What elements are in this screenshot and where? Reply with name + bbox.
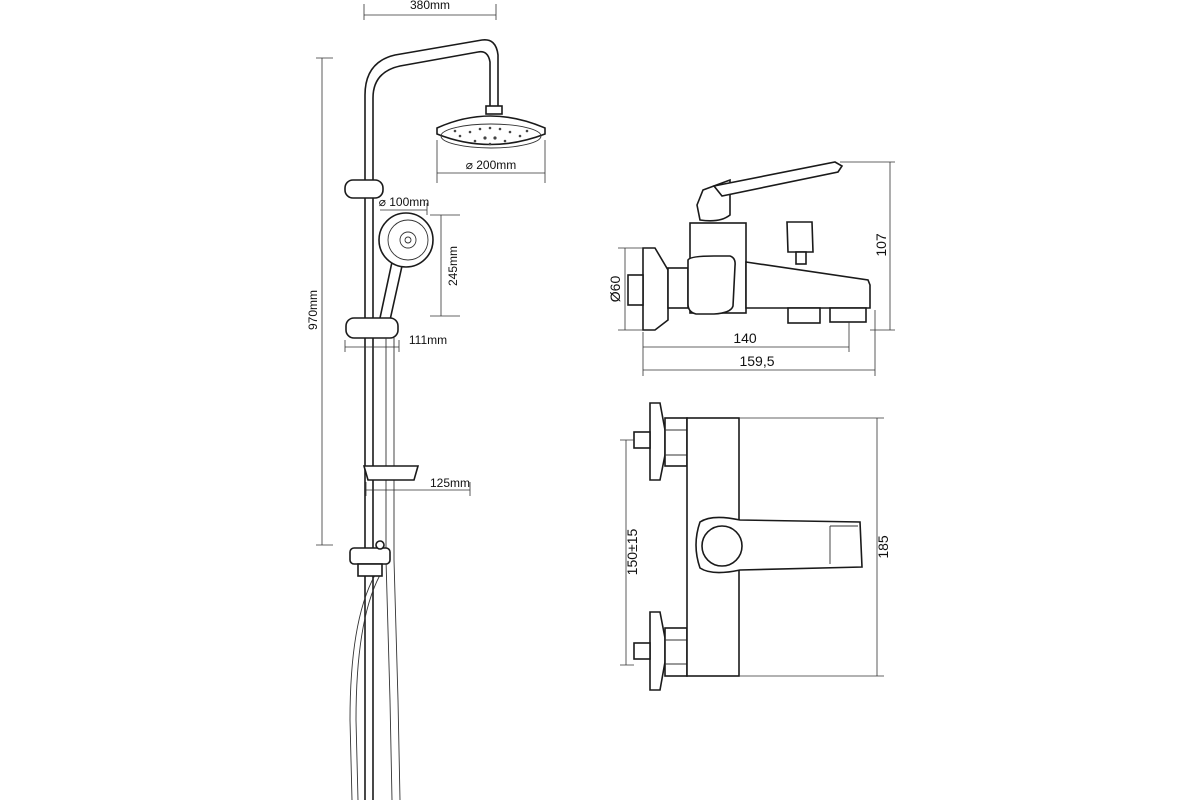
dimension-60: Ø60 (607, 247, 643, 331)
hose (349, 338, 401, 800)
spout (745, 261, 871, 309)
svg-text:380mm: 380mm (410, 0, 450, 12)
svg-text:⌀ 200mm: ⌀ 200mm (466, 158, 517, 172)
dimension-970: 970mm (306, 57, 333, 546)
svg-text:185: 185 (875, 535, 891, 559)
svg-text:245mm: 245mm (446, 246, 460, 286)
dimension-107: 107 (840, 161, 895, 331)
svg-text:125mm: 125mm (430, 476, 470, 490)
shower-pole (364, 38, 499, 800)
lower-slider (345, 317, 399, 339)
svg-text:111mm: 111mm (409, 333, 447, 347)
svg-text:107: 107 (873, 233, 889, 257)
lower-inlet (633, 611, 688, 691)
faucet-side-view: Ø60 107 140 159,5 (607, 161, 895, 376)
dimension-245: 245mm (430, 214, 460, 317)
shower-pole-inner (372, 50, 491, 800)
dimension-140: 140 (642, 322, 850, 376)
svg-text:150±15: 150±15 (624, 528, 640, 575)
shower-system-drawing: 380mm ⌀ 200mm ⌀ 100mm 245mm 970mm 111mm … (306, 0, 546, 800)
faucet-top-view: 150±15 185 (620, 402, 891, 691)
diverter-knob (786, 221, 814, 253)
upper-inlet (633, 402, 688, 481)
soap-dish (362, 465, 420, 481)
svg-text:⌀ 100mm: ⌀ 100mm (379, 195, 430, 209)
dimension-100: ⌀ 100mm (379, 195, 430, 215)
svg-text:140: 140 (733, 330, 757, 346)
svg-text:970mm: 970mm (306, 290, 320, 330)
svg-text:159,5: 159,5 (739, 353, 774, 369)
dimension-150: 150±15 (620, 439, 640, 666)
dimension-185: 185 (739, 417, 891, 677)
diverter-valve (349, 540, 391, 577)
dimension-380: 380mm (363, 0, 497, 20)
upper-slider (344, 179, 384, 199)
wall-flange (642, 247, 669, 331)
rain-shower-head (436, 105, 546, 149)
lever-handle (712, 161, 844, 197)
dimension-125: 125mm (365, 476, 471, 496)
svg-text:Ø60: Ø60 (607, 276, 623, 303)
dimension-159-5: 159,5 (643, 310, 876, 376)
hand-shower (378, 212, 434, 321)
dimension-200: ⌀ 200mm (436, 140, 546, 183)
dimension-111: 111mm (344, 333, 447, 352)
